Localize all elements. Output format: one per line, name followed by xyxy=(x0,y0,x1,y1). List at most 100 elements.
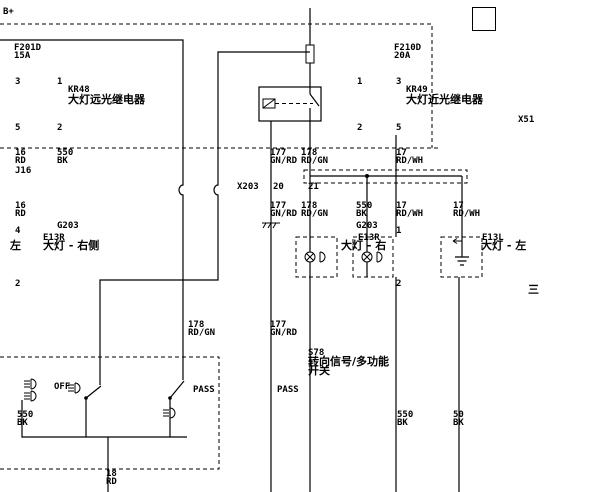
dashed-boundaries xyxy=(0,23,483,470)
wire-label-color: RD/WH xyxy=(396,156,423,166)
wire-label-color: GN/RD xyxy=(270,209,298,219)
ground-g203-left: G203 xyxy=(57,221,79,231)
connector-x51: X51 xyxy=(518,115,534,125)
arrow-left-icon xyxy=(452,238,462,244)
wire-label-num: 178 xyxy=(301,201,317,211)
switch-pos-pass: PASS xyxy=(193,385,215,395)
e13l-name: 大灯 - 左 xyxy=(481,238,526,252)
kr49-pin-3: 3 xyxy=(396,77,401,87)
wire-label-num: 16 xyxy=(15,201,26,211)
wire-label-color: BK xyxy=(453,418,464,428)
lamp-e13l-symbols xyxy=(452,238,469,266)
wire-label-num: 550 xyxy=(57,148,73,158)
wire-label-color: GN/RD xyxy=(270,156,298,166)
headlamp-icon xyxy=(163,407,176,419)
switch-pos-off: OFF xyxy=(54,382,70,392)
kr48-pin-3: 3 xyxy=(15,77,20,87)
connector-x203-outline xyxy=(303,169,468,184)
left-lamp-side: 左 xyxy=(9,238,21,252)
wire-label-color: RD/WH xyxy=(396,209,423,219)
fuse-f210d-id: F210D xyxy=(394,43,422,53)
wires xyxy=(0,8,463,492)
connector-x203-pin-20: 20 xyxy=(273,182,284,192)
wire-label-num: 178 xyxy=(301,148,317,158)
switch-s78-id: S78 xyxy=(308,348,324,358)
switch-pivot xyxy=(168,396,172,400)
switch-pivot xyxy=(84,396,88,400)
kr48-name: 大灯远光继电器 xyxy=(68,92,146,106)
lamp-icon-e13r xyxy=(361,251,383,263)
wire-label-color: RD/GN xyxy=(188,328,215,338)
e13r-name: 大灯 - 右 xyxy=(341,238,386,252)
left-lamp-name: 大灯 - 右侧 xyxy=(43,238,99,252)
blank-box xyxy=(472,7,496,31)
wire-flash-feed xyxy=(99,51,310,385)
switch-s78-outline xyxy=(0,356,220,470)
relay-coil-diagonal xyxy=(262,98,276,109)
switch-s78-name-line1: 转向信号/多功能 xyxy=(308,354,389,368)
fuse-f201d-rating: 15A xyxy=(14,51,31,61)
wire-label-color: RD/WH xyxy=(453,209,480,219)
switch-lever-icon xyxy=(85,385,102,399)
fuse-icon xyxy=(305,44,315,64)
ground-g203-right: G203 xyxy=(356,221,378,231)
lamp-box-e13r xyxy=(352,236,394,278)
edge-fragment: 三 xyxy=(528,283,539,296)
fuse-relay-block-outline xyxy=(0,23,433,148)
kr48-pin-1: 1 xyxy=(57,77,62,87)
e13r-id: E13R xyxy=(358,233,380,243)
kr49-pin-1: 1 xyxy=(357,77,362,87)
wire-label-num: 177 xyxy=(270,201,286,211)
wire-label-num: 550 xyxy=(397,410,413,420)
headlamp-icon xyxy=(68,382,81,394)
wire-label-color: RD xyxy=(106,477,117,487)
wire-label-color: RD/GN xyxy=(301,209,328,219)
wire-label-color: BK xyxy=(17,418,28,428)
wire-label-num: 17 xyxy=(453,201,464,211)
switch-pos-pass-right: PASS xyxy=(277,385,299,395)
kr49-pin-5: 5 xyxy=(396,123,401,133)
e13r-pin-1: 1 xyxy=(396,226,401,236)
fuse-f210d-rating: 20A xyxy=(394,51,411,61)
wire-switch-common xyxy=(21,400,187,438)
e13l-id: E13L xyxy=(482,233,504,243)
fuse-f201d-id: F201D xyxy=(14,43,42,53)
ground-icon xyxy=(455,256,469,266)
wire-label-num: 550 xyxy=(17,410,33,420)
kr48-pin-2: 2 xyxy=(57,123,62,133)
connector-j16: J16 xyxy=(15,166,31,176)
wire-label-num: 17 xyxy=(396,148,407,158)
kr48-id: KR48 xyxy=(68,85,90,95)
connector-x203-id: X203 xyxy=(237,182,259,192)
left-lamp-pin-2: 2 xyxy=(15,279,20,289)
switch-s78-symbols xyxy=(24,378,185,419)
wire-label-num: 550 xyxy=(356,201,372,211)
wire-label-num: 178 xyxy=(188,320,204,330)
wire-label-color: RD/GN xyxy=(301,156,328,166)
supply-label: B+ xyxy=(3,7,14,17)
wire-label-num: 50 xyxy=(453,410,464,420)
wire-label-color: RD xyxy=(15,209,26,219)
wire-label-num: 177 xyxy=(270,320,286,330)
headlamp-icon xyxy=(24,378,37,390)
switch-lever-icon xyxy=(169,380,185,399)
kr49-name: 大灯近光继电器 xyxy=(406,92,484,106)
wire-label-color: RD xyxy=(15,156,26,166)
wire-label-num: 18 xyxy=(106,469,117,479)
wire-label-num: 177 xyxy=(270,148,286,158)
lamp-icon-1 xyxy=(304,251,326,263)
wire-label-color: GN/RD xyxy=(270,328,298,338)
relay-icon xyxy=(258,86,322,122)
lamp-box-1 xyxy=(295,236,338,278)
headlamp-icon xyxy=(24,390,37,402)
wire-label-color: BK xyxy=(397,418,408,428)
harness-clip-icon xyxy=(262,222,280,229)
wire-label-color: BK xyxy=(57,156,68,166)
wire-f201d-feed xyxy=(0,39,184,380)
lamp-box-e13l xyxy=(440,236,483,278)
left-lamp-id: E13R xyxy=(43,233,65,243)
left-lamp-pin-4: 4 xyxy=(15,226,21,236)
kr49-id: KR49 xyxy=(406,85,428,95)
